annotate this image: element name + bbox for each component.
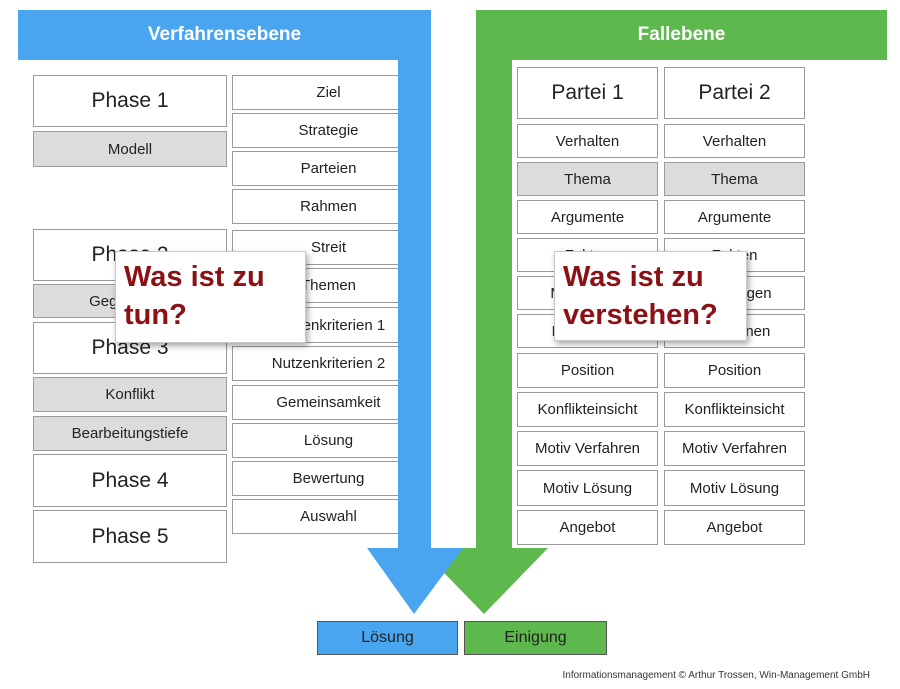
p1-thema-box: Thema — [517, 162, 658, 196]
loesung-box: Lösung — [232, 423, 425, 458]
callout-was-ist-zu-verstehen: Was ist zu verstehen? — [554, 251, 747, 341]
p1-angebot-box: Angebot — [517, 510, 658, 545]
p1-position-box: Position — [517, 353, 658, 388]
header-verfahrensebene: Verfahrensebene — [147, 24, 302, 45]
blue-arrow — [367, 10, 463, 614]
p2-konflikteinsicht-box: Konflikteinsicht — [664, 392, 805, 427]
callout-left-line-1: Was ist zu — [124, 261, 265, 293]
nutzenkriterien-2-box: Nutzenkriterien 2 — [232, 346, 425, 381]
header-bar-right — [476, 10, 887, 60]
bewertung-box: Bewertung — [232, 461, 425, 496]
phase-4-box: Phase 4 — [33, 454, 227, 507]
callout-was-ist-zu-tun: Was ist zu tun? — [115, 251, 306, 343]
p2-motiv-loesung-box: Motiv Lösung — [664, 470, 805, 506]
parteien-box: Parteien — [232, 151, 425, 186]
header-fallebene: Fallebene — [637, 24, 726, 45]
modell-box: Modell — [33, 131, 227, 167]
gemeinsamkeit-box: Gemeinsamkeit — [232, 385, 425, 420]
p1-motiv-loesung-box: Motiv Lösung — [517, 470, 658, 506]
callout-right-line-1: Was ist zu — [563, 261, 704, 293]
auswahl-box: Auswahl — [232, 499, 425, 534]
konflikt-box: Konflikt — [33, 377, 227, 412]
bearbeitungstiefe-box: Bearbeitungstiefe — [33, 416, 227, 451]
ziel-box: Ziel — [232, 75, 425, 110]
footer-credit: Informationsmanagement © Arthur Trossen,… — [562, 670, 871, 681]
p2-angebot-box: Angebot — [664, 510, 805, 545]
callout-right-line-2: verstehen? — [563, 299, 718, 331]
rahmen-box: Rahmen — [232, 189, 425, 224]
phase-5-box: Phase 5 — [33, 510, 227, 563]
p1-verhalten-box: Verhalten — [517, 124, 658, 158]
p2-motiv-verfahren-box: Motiv Verfahren — [664, 431, 805, 466]
green-arrow — [420, 58, 548, 614]
partei-2-box: Partei 2 — [664, 67, 805, 119]
callout-left-line-2: tun? — [124, 299, 187, 331]
p1-argumente-box: Argumente — [517, 200, 658, 234]
p2-position-box: Position — [664, 353, 805, 388]
header-bar-left — [18, 10, 431, 60]
partei-1-box: Partei 1 — [517, 67, 658, 119]
phase-1-box: Phase 1 — [33, 75, 227, 127]
result-einigung: Einigung — [464, 621, 607, 655]
strategie-box: Strategie — [232, 113, 425, 148]
p1-konflikteinsicht-box: Konflikteinsicht — [517, 392, 658, 427]
p2-argumente-box: Argumente — [664, 200, 805, 234]
result-loesung: Lösung — [317, 621, 458, 655]
p1-motiv-verfahren-box: Motiv Verfahren — [517, 431, 658, 466]
p2-thema-box: Thema — [664, 162, 805, 196]
p2-verhalten-box: Verhalten — [664, 124, 805, 158]
